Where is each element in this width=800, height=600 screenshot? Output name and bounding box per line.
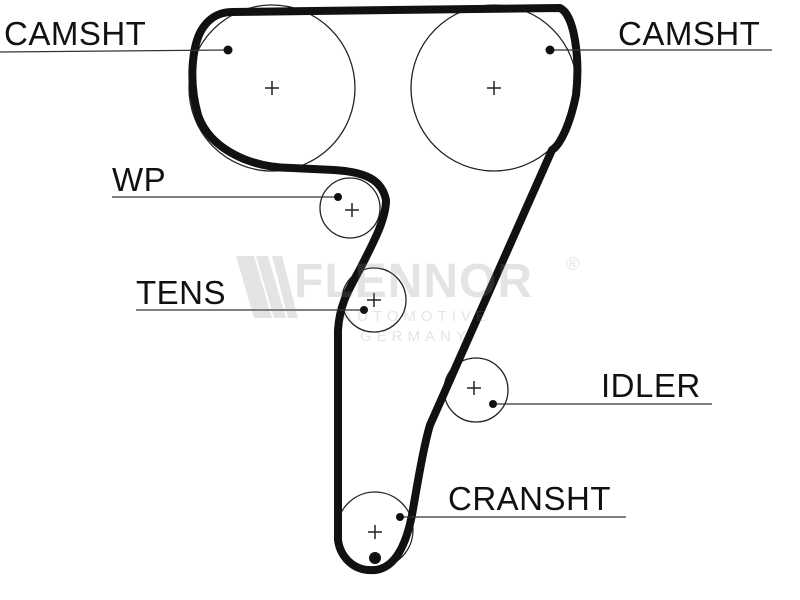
label-camshaft-left: CAMSHT: [4, 15, 147, 52]
crankshaft-dot: [396, 513, 404, 521]
watermark-brand: FLENNOR: [294, 255, 533, 308]
crankshaft-bottom-mark: [369, 552, 381, 564]
water-pump-dot: [334, 193, 342, 201]
watermark-line2: GERMANY: [360, 328, 471, 345]
timing-dots: [223, 45, 555, 564]
label-water-pump: WP: [112, 161, 167, 198]
label-idler: IDLER: [601, 367, 701, 404]
watermark-line1: AUTOMOTIVE: [342, 308, 491, 325]
timing-belt: [188, 4, 582, 575]
camshaft-right-dot: [545, 45, 555, 55]
tensioner-dot: [360, 306, 368, 314]
leader-lines: [0, 49, 772, 518]
flennor-logo-icon: [236, 256, 298, 318]
flennor-watermark: FLENNOR ® AUTOMOTIVE GERMANY: [232, 248, 592, 358]
camshaft-left-dot: [223, 45, 233, 55]
label-tensioner: TENS: [136, 274, 227, 311]
idler-dot: [489, 400, 497, 408]
label-crankshaft: CRANSHT: [448, 480, 612, 517]
watermark-registered-mark: ®: [566, 254, 580, 274]
label-camshaft-right: CAMSHT: [618, 15, 761, 52]
center-marks: [265, 81, 501, 539]
camshaft-left-leader: [0, 49, 229, 53]
water-pump-pulley: [319, 177, 381, 239]
